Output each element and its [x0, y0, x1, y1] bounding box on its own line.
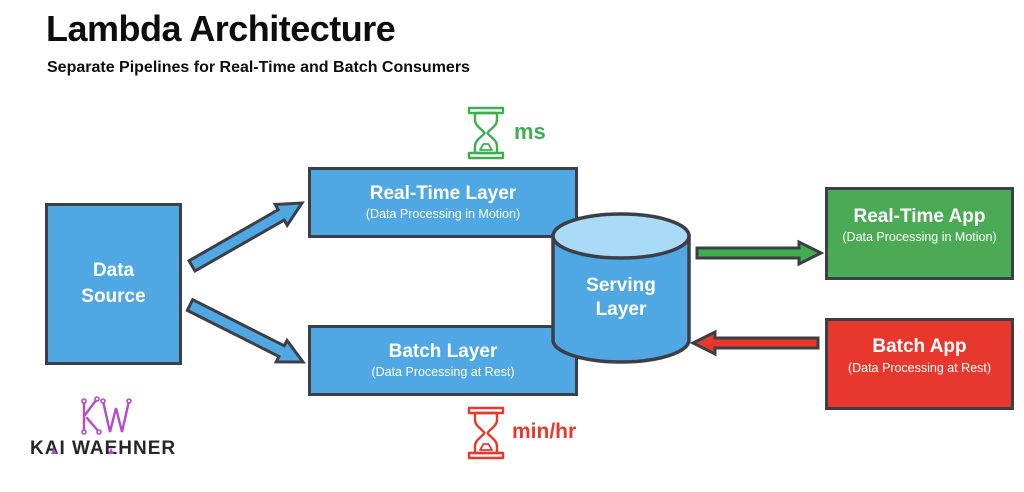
- data-source-node: Data Source: [45, 203, 182, 365]
- realtime-layer-subtitle: (Data Processing in Motion): [365, 207, 521, 222]
- realtime-latency-label: ms: [514, 119, 546, 144]
- batch-app-title: Batch App: [872, 336, 967, 358]
- arrow-serving-to-realtime-app-icon: [695, 239, 825, 267]
- realtime-app-title: Real-Time App: [853, 205, 986, 227]
- logo-a-accent-icon: [108, 448, 114, 454]
- batch-app-node: Batch App (Data Processing at Rest): [825, 318, 1014, 410]
- realtime-app-subtitle: (Data Processing in Motion): [842, 230, 997, 245]
- kw-monogram-logo: [81, 396, 132, 435]
- batch-layer-subtitle: (Data Processing at Rest): [371, 365, 515, 380]
- realtime-layer-node: Real-Time Layer (Data Processing in Moti…: [308, 167, 578, 238]
- batch-layer-node: Batch Layer (Data Processing at Rest): [308, 325, 578, 396]
- hourglass-slow-icon: [467, 406, 505, 460]
- page-title: Lambda Architecture: [46, 8, 396, 49]
- serving-layer-label: Serving Layer: [586, 275, 656, 320]
- page-subtitle: Separate Pipelines for Real-Time and Bat…: [47, 59, 470, 76]
- arrow-source-to-batch-icon: [185, 297, 306, 364]
- realtime-app-node: Real-Time App (Data Processing in Motion…: [825, 187, 1014, 280]
- serving-layer-cylinder: [551, 212, 691, 364]
- batch-latency-label: min/hr: [512, 420, 577, 443]
- logo-a-accent-icon: [51, 448, 57, 454]
- hourglass-fast-icon: [467, 106, 505, 160]
- brand-name: KAI WAEHNER: [30, 438, 177, 459]
- batch-layer-title: Batch Layer: [388, 340, 498, 362]
- arrow-source-to-realtime-icon: [186, 201, 305, 274]
- arrow-batch-app-to-serving-icon: [689, 329, 820, 357]
- data-source-label: Data Source: [81, 260, 146, 307]
- realtime-layer-title: Real-Time Layer: [369, 182, 517, 204]
- batch-app-subtitle: (Data Processing at Rest): [847, 360, 992, 375]
